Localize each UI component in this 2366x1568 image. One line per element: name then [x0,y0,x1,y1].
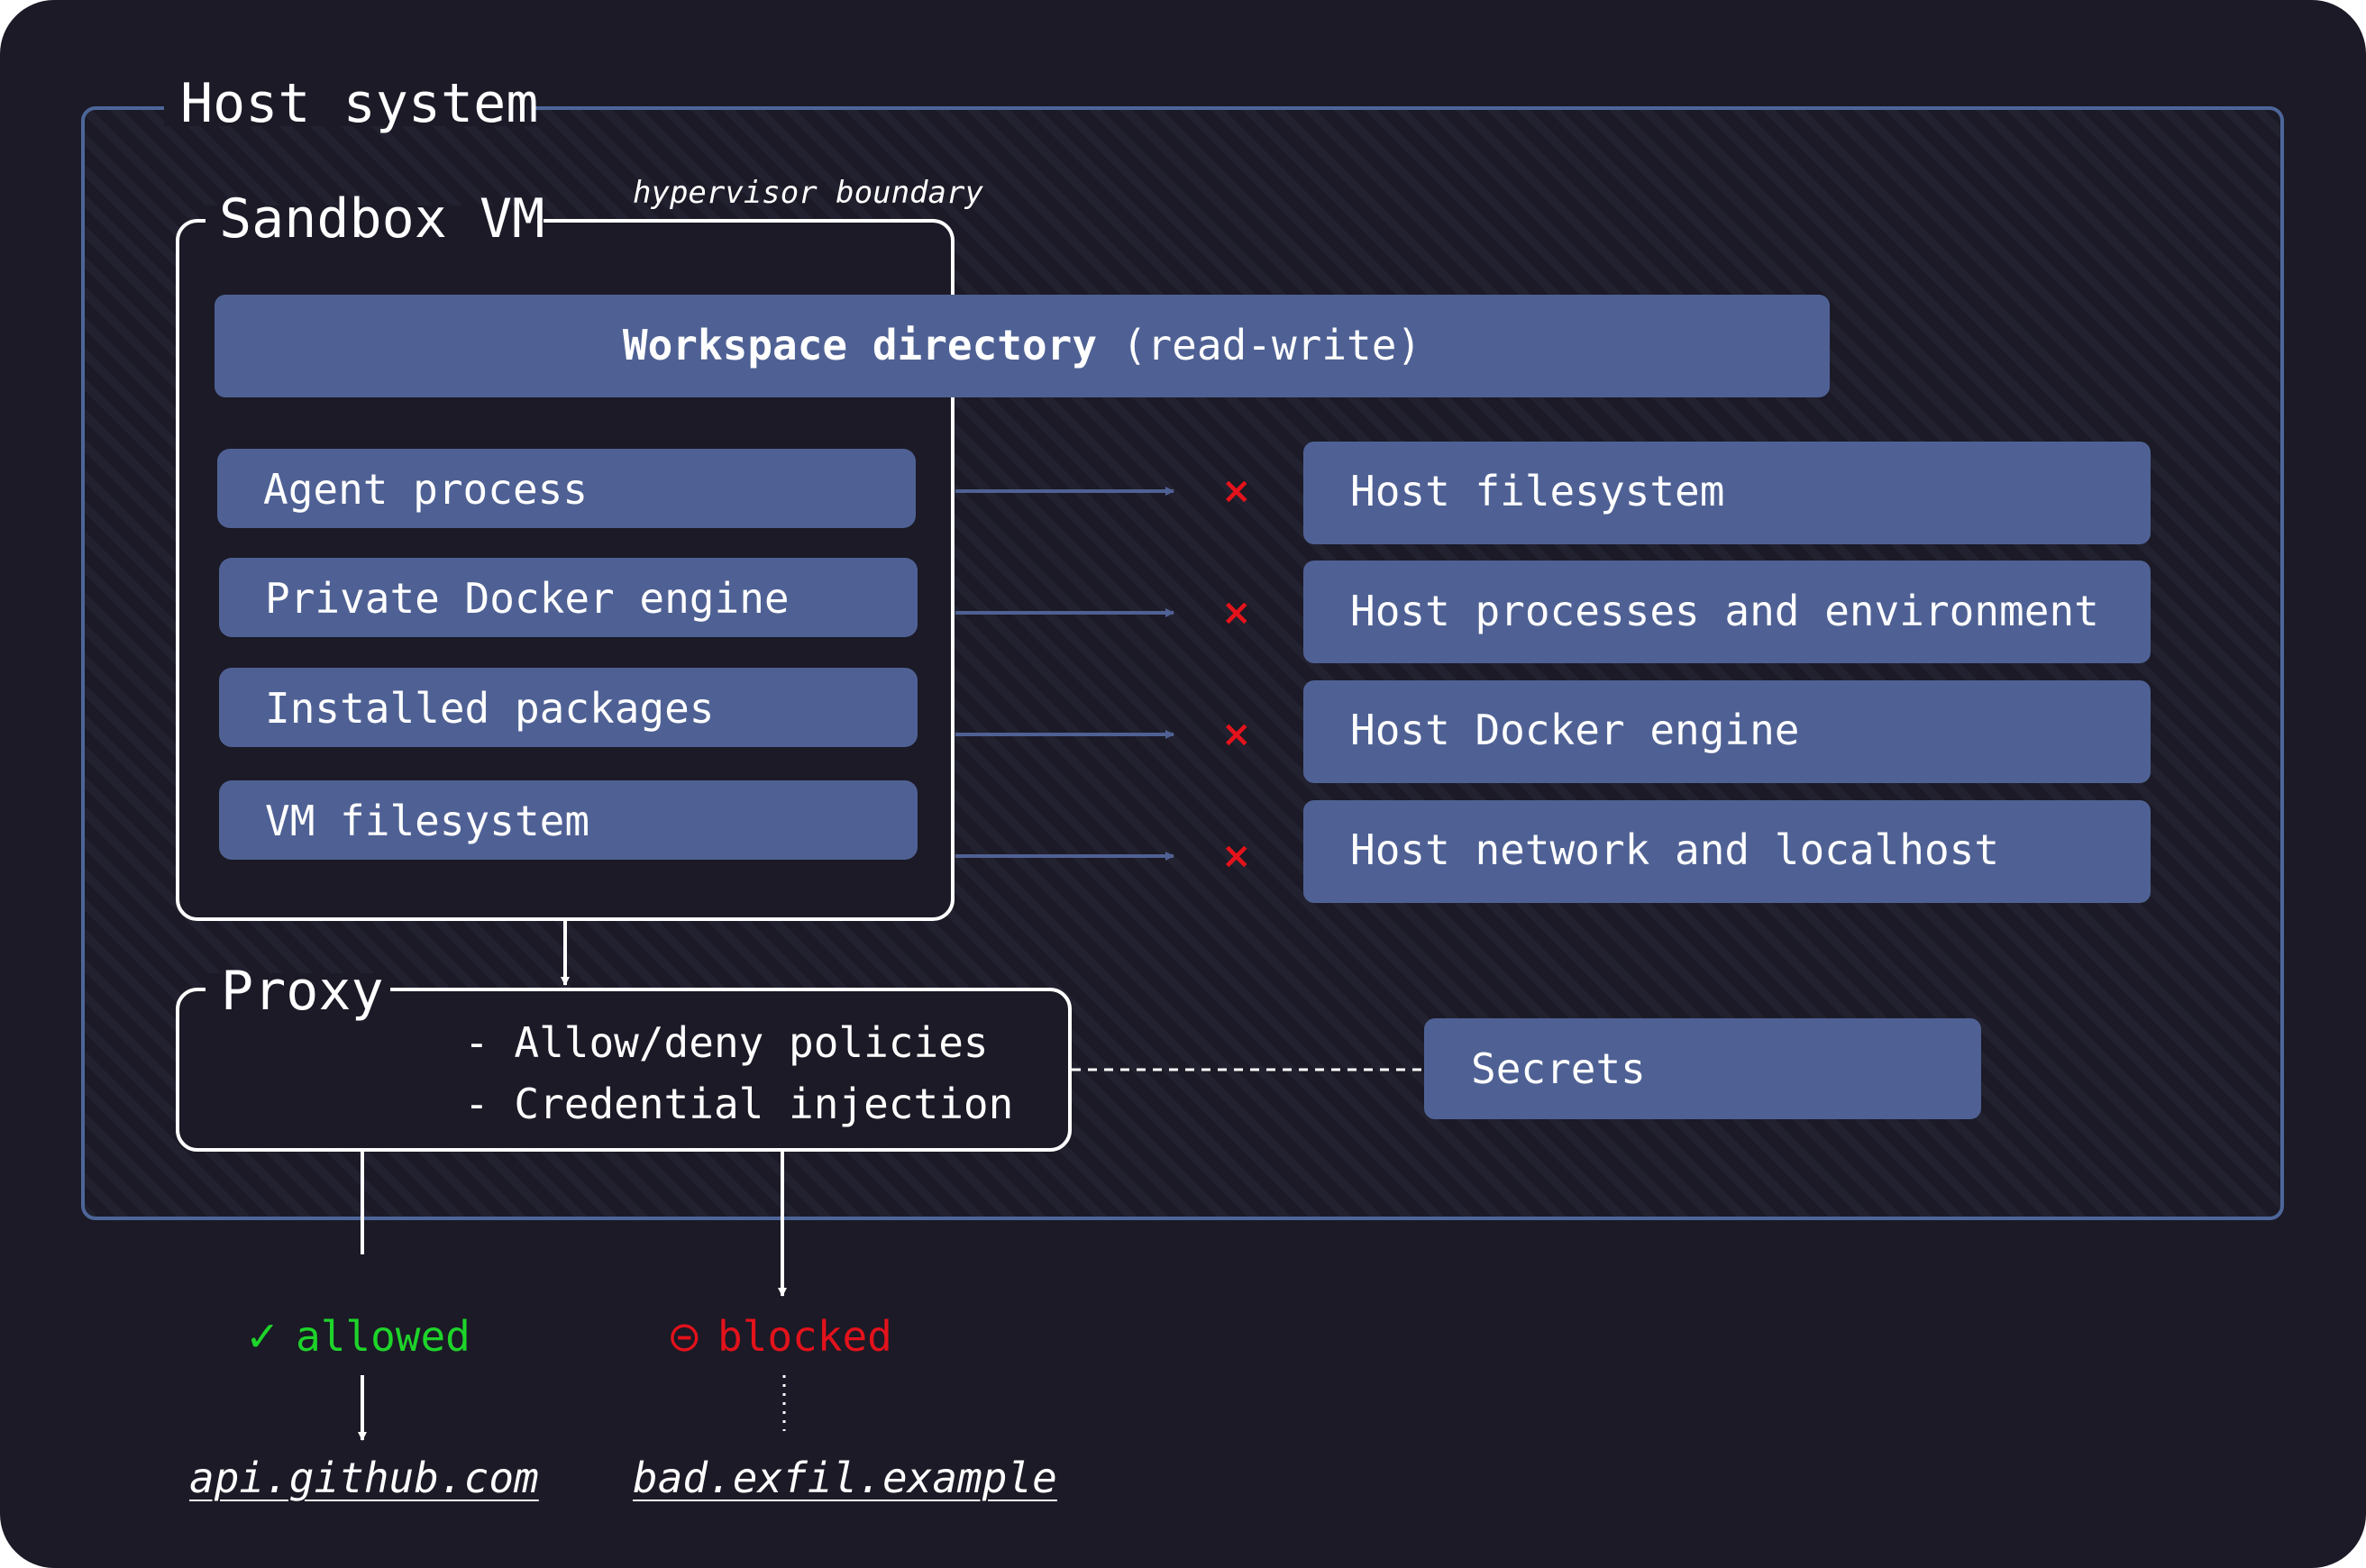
secrets-label: Secrets [1471,1044,1646,1093]
host-target-label: Host network and localhost [1350,825,2000,874]
secrets-box [1424,1018,1981,1119]
blocked-status: ⊝blocked [667,1316,892,1357]
vm-item-label: Agent process [263,465,589,514]
no-entry-icon: ⊝ [667,1312,702,1361]
host-title-gap [164,90,534,126]
vm-item-label: VM filesystem [265,797,590,845]
blocked-x-icon: × [1221,592,1252,634]
allowed-label: allowed [296,1312,470,1361]
proxy-feature: - Credential injection [464,1080,1014,1128]
workspace-label: Workspace directory (read-write) [215,324,1830,366]
allowed-status: ✓allowed [245,1316,470,1357]
checkmark-icon: ✓ [245,1312,280,1361]
vm-item-label: Private Docker engine [265,574,790,623]
host-target-box [1303,680,2151,783]
hypervisor-boundary-label: hypervisor boundary [633,175,983,211]
vm-title-gap [206,205,544,238]
blocked-label: blocked [717,1312,892,1361]
workspace-bar [215,295,1830,397]
host-target-box [1303,561,2151,663]
proxy-feature: - Allow/deny policies [464,1018,989,1067]
blocked-x-icon: × [1221,835,1252,877]
host-target-box [1303,442,2151,544]
host-system-title: Host system [180,72,539,135]
allowed-destination-link[interactable]: api.github.com [189,1454,539,1502]
blocked-x-icon: × [1221,470,1252,512]
proxy-frame [176,988,1072,1152]
vm-item-label: Installed packages [265,684,715,733]
host-target-label: Host processes and environment [1350,587,2099,635]
proxy-title: Proxy [221,960,384,1023]
host-target-label: Host filesystem [1350,467,1725,515]
vm-item-box [219,780,918,860]
blocked-x-icon: × [1221,714,1252,755]
vm-item-box [219,558,918,637]
vm-item-box [217,449,916,528]
workspace-mode: (read-write) [1121,321,1422,369]
host-target-box [1303,800,2151,903]
workspace-name: Workspace directory [622,321,1098,369]
vm-item-box [219,668,918,747]
sandbox-vm-title: Sandbox VM [219,187,545,251]
blocked-destination-link[interactable]: bad.exfil.example [633,1454,1057,1502]
proxy-title-gap [206,973,390,1006]
host-target-label: Host Docker engine [1350,706,1800,754]
